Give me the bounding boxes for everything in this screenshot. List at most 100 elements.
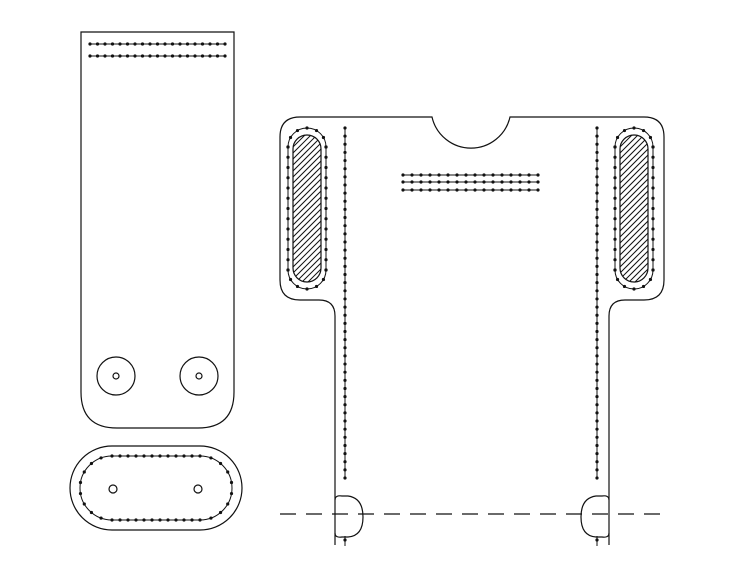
stitch-dot xyxy=(613,237,617,241)
stitch-dot xyxy=(595,264,599,268)
stitch-dot xyxy=(401,188,405,192)
stitch-dot xyxy=(343,248,347,252)
strap-piece xyxy=(80,31,235,429)
left-slot-hatching xyxy=(293,135,321,333)
stitch-dot xyxy=(455,180,459,184)
hatch-line xyxy=(620,238,648,268)
stitch-dot xyxy=(446,173,450,177)
hatch-line xyxy=(293,268,321,282)
stitch-dot xyxy=(648,135,653,140)
stitch-dot xyxy=(419,173,423,177)
stitch-dot xyxy=(527,188,531,192)
stitch-dot xyxy=(343,215,347,220)
stitch-dot xyxy=(133,42,137,46)
left-fold-notch xyxy=(334,495,364,538)
stitch-dot xyxy=(595,386,599,391)
stitch-dot xyxy=(509,180,513,184)
stitch-dot xyxy=(324,227,328,231)
stitch-dot xyxy=(343,232,347,236)
stitch-dot xyxy=(229,480,234,485)
hatch-line xyxy=(293,256,321,282)
stitch-dot xyxy=(343,126,347,130)
stitch-dot xyxy=(641,128,646,133)
stitch-dot xyxy=(648,277,653,282)
stitch-dot xyxy=(185,42,190,46)
hatch-line xyxy=(293,172,321,202)
stitch-dot xyxy=(527,173,531,177)
stitch-dot xyxy=(110,518,114,522)
stitch-dot xyxy=(190,454,194,458)
stitch-dot xyxy=(613,155,617,159)
stitch-dot xyxy=(193,42,197,46)
stitch-dot xyxy=(174,454,178,458)
hatch-line xyxy=(620,184,648,214)
hatch-line xyxy=(293,226,321,256)
stitch-dot xyxy=(125,54,130,58)
strap-stitching xyxy=(88,42,227,58)
hatch-line xyxy=(620,244,648,274)
stitch-dot xyxy=(321,277,326,282)
hatch-line xyxy=(293,262,321,282)
stitch-dot xyxy=(142,454,146,458)
stitch-dot xyxy=(343,150,347,155)
stitch-dot xyxy=(286,196,290,200)
hatch-line xyxy=(620,226,648,256)
stitch-dot xyxy=(218,510,223,515)
stitch-dot xyxy=(200,54,205,58)
stitch-dot xyxy=(536,173,540,177)
stitch-dot xyxy=(500,188,504,192)
stitch-dot xyxy=(125,42,130,46)
stitch-dot xyxy=(170,54,175,58)
stitch-dot xyxy=(500,173,504,177)
stitch-dot xyxy=(324,155,328,159)
hatch-line xyxy=(620,256,648,282)
stitch-dot xyxy=(140,42,145,46)
stitch-dot xyxy=(651,186,655,190)
hatch-line xyxy=(293,135,321,148)
stitch-dot xyxy=(595,305,599,309)
hatch-line xyxy=(620,293,648,321)
stitch-dot xyxy=(632,126,636,130)
stitch-dot xyxy=(437,173,441,177)
stitch-dot xyxy=(595,215,599,220)
stitch-dot xyxy=(527,180,531,184)
hatch-line xyxy=(620,208,648,238)
right-slot xyxy=(613,126,655,321)
stitch-dot xyxy=(286,268,290,272)
stitch-dot xyxy=(209,516,213,520)
stitch-dot xyxy=(518,188,522,192)
stitch-dot xyxy=(613,186,617,190)
right-fold-notch xyxy=(580,495,610,538)
stitch-dot xyxy=(178,54,182,58)
stitch-dot xyxy=(155,54,160,58)
stitch-dot xyxy=(595,443,599,448)
stitch-dot xyxy=(223,42,227,46)
stitch-dot xyxy=(595,248,599,252)
stitch-dot xyxy=(464,188,468,192)
main-panel-piece xyxy=(279,116,665,546)
stitch-dot xyxy=(595,126,599,130)
stitch-dot xyxy=(190,518,194,522)
stitch-dot xyxy=(200,42,205,46)
stitch-dot xyxy=(482,188,486,192)
stitch-dot xyxy=(166,454,170,458)
hatch-line xyxy=(293,196,321,226)
stitch-dot xyxy=(473,173,477,177)
oval-tab-hole-right xyxy=(193,484,203,494)
stitch-dot xyxy=(324,206,328,211)
stitch-dot xyxy=(518,180,522,184)
stitch-dot xyxy=(324,258,328,262)
hatch-line xyxy=(620,268,648,282)
stitch-dot xyxy=(595,183,599,187)
stitch-dot xyxy=(174,518,178,522)
oval-tab-outline xyxy=(69,445,243,531)
hatch-line xyxy=(293,135,321,154)
stitch-dot xyxy=(288,135,293,140)
left-slot-outline xyxy=(292,134,322,283)
stitch-dot xyxy=(343,443,347,448)
hatch-line xyxy=(293,305,321,333)
stitch-dot xyxy=(343,191,347,195)
stitch-dot xyxy=(95,42,100,46)
stitch-dot xyxy=(163,42,167,46)
hatch-line xyxy=(293,293,321,321)
